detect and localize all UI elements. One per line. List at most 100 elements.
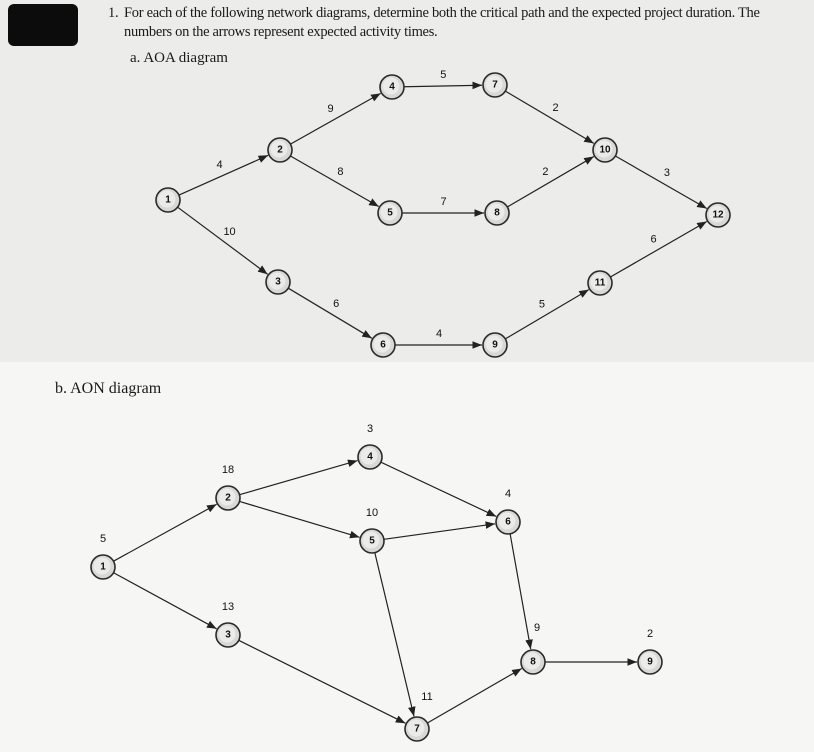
node-label: 6 xyxy=(505,517,511,528)
node-label: 6 xyxy=(380,340,386,351)
node-9: 9 xyxy=(637,649,663,675)
node-fill xyxy=(485,335,503,353)
aoa-arrow-1-2 xyxy=(178,154,269,196)
node-fill xyxy=(360,447,378,465)
node-5: 5 xyxy=(377,200,403,226)
activity-duration-label: 18 xyxy=(222,464,234,476)
question-number: 1. xyxy=(108,5,119,21)
aoa-arrow-2-5 xyxy=(290,155,380,208)
question-text: 1. For each of the following network dia… xyxy=(108,4,808,42)
activity-time-label: 6 xyxy=(333,298,339,310)
part-b-heading: b. AON diagram xyxy=(55,380,162,397)
node-fill xyxy=(158,190,176,208)
node-fill xyxy=(270,140,288,158)
node-4: 4 xyxy=(379,74,405,100)
node-7: 7 xyxy=(404,716,430,742)
node-8: 8 xyxy=(520,649,546,675)
aon-arrow-2-4 xyxy=(239,459,358,496)
node-label: 1 xyxy=(100,562,106,573)
node-label: 12 xyxy=(712,210,724,221)
node-1: 1 xyxy=(155,187,181,213)
aon-arrow-7-8 xyxy=(427,667,523,724)
node-fill xyxy=(93,557,111,575)
node-fill xyxy=(498,512,516,530)
node-5: 5 xyxy=(359,528,385,554)
activity-duration-label: 9 xyxy=(534,622,540,634)
node-label: 10 xyxy=(599,145,611,156)
node-11: 11 xyxy=(587,270,613,296)
node-label: 8 xyxy=(494,208,500,219)
node-label: 2 xyxy=(225,493,231,504)
aoa-arrow-4-7 xyxy=(403,81,483,90)
node-fill xyxy=(362,531,380,549)
node-label: 1 xyxy=(165,195,171,206)
activity-time-label: 4 xyxy=(216,159,222,171)
node-fill xyxy=(407,719,425,737)
node-fill xyxy=(218,488,236,506)
activity-time-label: 2 xyxy=(542,166,548,178)
activity-time-label: 9 xyxy=(328,103,334,115)
aon-arrow-1-2 xyxy=(113,503,217,562)
node-fill xyxy=(487,203,505,221)
node-fill xyxy=(708,205,726,223)
activity-duration-label: 10 xyxy=(366,507,378,519)
node-fill xyxy=(590,273,608,291)
node-label: 2 xyxy=(277,145,283,156)
aoa-arrow-3-6 xyxy=(287,287,373,339)
node-label: 7 xyxy=(492,80,498,91)
node-label: 9 xyxy=(492,340,498,351)
node-label: 9 xyxy=(647,657,653,668)
node-label: 3 xyxy=(225,630,231,641)
node-fill xyxy=(380,203,398,221)
node-label: 11 xyxy=(595,278,606,289)
node-label: 4 xyxy=(389,82,395,93)
activity-time-label: 10 xyxy=(223,226,235,238)
node-fill xyxy=(373,335,391,353)
part-a-heading: a. AOA diagram xyxy=(130,50,228,66)
node-9: 9 xyxy=(482,332,508,358)
aoa-arrow-11-12 xyxy=(610,220,708,278)
node-6: 6 xyxy=(370,332,396,358)
node-7: 7 xyxy=(482,72,508,98)
activity-duration-label: 2 xyxy=(647,628,653,640)
activity-time-label: 2 xyxy=(553,102,559,114)
aon-arrow-6-8 xyxy=(509,533,533,650)
aoa-arrow-7-10 xyxy=(505,90,595,144)
aon-arrow-4-6 xyxy=(380,461,497,518)
node-4: 4 xyxy=(357,444,383,470)
node-label: 8 xyxy=(530,657,536,668)
node-label: 3 xyxy=(275,277,281,288)
activity-duration-label: 3 xyxy=(367,423,373,435)
activity-time-label: 5 xyxy=(440,69,446,81)
aon-arrow-5-6 xyxy=(383,521,496,540)
node-label: 4 xyxy=(367,452,373,463)
node-1: 1 xyxy=(90,554,116,580)
activity-time-label: 4 xyxy=(436,328,442,340)
node-fill xyxy=(485,75,503,93)
aon-arrow-5-7 xyxy=(374,552,416,717)
node-2: 2 xyxy=(267,137,293,163)
node-8: 8 xyxy=(484,200,510,226)
aon-arrow-1-3 xyxy=(113,572,217,630)
node-fill xyxy=(523,652,541,670)
node-10: 10 xyxy=(592,137,618,163)
node-3: 3 xyxy=(265,269,291,295)
node-2: 2 xyxy=(215,485,241,511)
aoa-arrow-2-4 xyxy=(290,92,381,145)
node-3: 3 xyxy=(215,622,241,648)
node-fill xyxy=(595,140,613,158)
node-12: 12 xyxy=(705,202,731,228)
activity-duration-label: 11 xyxy=(421,691,432,703)
node-6: 6 xyxy=(495,509,521,535)
aoa-arrow-8-10 xyxy=(507,156,595,208)
node-fill xyxy=(382,77,400,95)
node-fill xyxy=(640,652,658,670)
activity-duration-label: 5 xyxy=(100,533,106,545)
aoa-arrow-9-11 xyxy=(505,289,590,340)
question-body: For each of the following network diagra… xyxy=(124,5,760,40)
node-label: 7 xyxy=(414,724,420,735)
part-a-background xyxy=(0,0,814,362)
